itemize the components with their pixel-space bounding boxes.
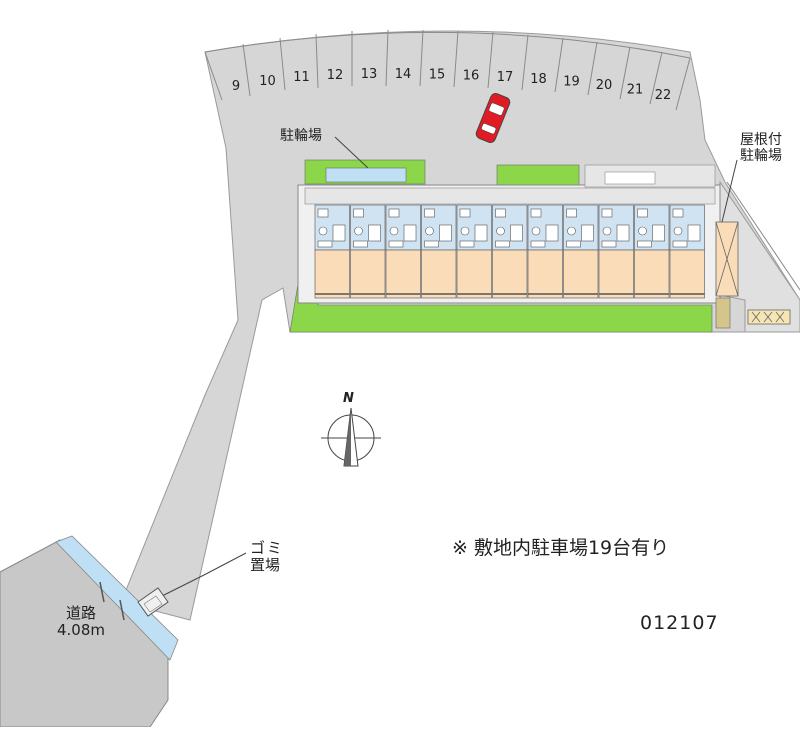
stall-divider [385, 29, 389, 87]
apartment-unit [385, 204, 421, 299]
road-label: 道路 4.08m [57, 604, 106, 640]
roofed-bicycle-leader [721, 159, 738, 223]
roofed-bicycle-parking-label: 屋根付 駐輪場 [740, 132, 782, 164]
stall-divider [619, 46, 631, 100]
road-edge-strip [55, 535, 179, 661]
bicycle-parking-label: 駐輪場 [280, 128, 322, 144]
parking-slot-number: 18 [530, 72, 547, 87]
apartment-unit [456, 204, 492, 299]
parking-slot-number: 16 [463, 69, 480, 84]
bicycle-rack [325, 167, 407, 183]
garbage-label: ゴミ 置場 [250, 539, 285, 575]
roofed-bicycle-label-line1: 屋根付 [740, 132, 782, 148]
parking-slot-number: 20 [596, 78, 613, 93]
apartment-unit [669, 204, 705, 299]
parking-stalls: 9 10 11 12 13 14 15 16 17 18 19 20 21 22 [204, 29, 691, 111]
parking-slot-number: 17 [497, 70, 514, 85]
apartment-unit [527, 204, 563, 299]
parking-slot-number: 14 [395, 67, 412, 82]
boundary-line [726, 181, 800, 291]
apartment-unit [350, 204, 386, 299]
apartment-unit [634, 204, 670, 299]
garbage-label-line2: 置場 [250, 556, 281, 575]
apartment-unit [492, 204, 528, 299]
parking-slot-number: 11 [293, 70, 310, 85]
stall-divider [242, 43, 251, 97]
parking-slot-number: 22 [655, 88, 672, 103]
garbage-station [137, 587, 169, 617]
parking-slot-number: 12 [327, 68, 344, 83]
apartment-units [314, 204, 705, 299]
parking-slot-number: 9 [232, 79, 240, 94]
stall-divider [315, 33, 319, 89]
compass-north-label: N [343, 391, 354, 406]
road-width-label: 4.08m [57, 621, 106, 640]
apartment-unit [563, 204, 599, 299]
stall-divider [279, 37, 286, 91]
road [0, 539, 169, 728]
stall-divider [204, 51, 223, 101]
road-label-line1: 道路 [66, 604, 97, 622]
parking-slot-number: 15 [429, 68, 446, 83]
stall-divider [487, 31, 494, 89]
stall-divider [587, 41, 598, 96]
stall-divider [419, 29, 424, 87]
parking-slot-number: 21 [627, 83, 644, 98]
apartment-unit [421, 204, 457, 299]
stall-divider [453, 30, 459, 88]
stall-divider [675, 57, 691, 111]
garbage-label-line1: ゴミ [250, 539, 285, 557]
stall-divider [521, 34, 529, 91]
garbage-leader [157, 552, 247, 599]
corridor-annex-inner [604, 171, 656, 185]
meter-box [715, 297, 731, 329]
roofed-bicycle-label-line2: 駐輪場 [740, 148, 782, 165]
car-icon [475, 93, 511, 143]
parking-slot-number: 10 [259, 74, 276, 89]
parking-note: ※ 敷地内駐車場19台有り [452, 537, 670, 559]
apartment-unit [314, 204, 350, 299]
bicycle-parking-leader [334, 136, 369, 169]
grass-strip-north-mid [496, 164, 580, 186]
parking-slot-number: 13 [361, 67, 378, 82]
stall-divider [649, 51, 663, 105]
stall-divider [554, 37, 564, 93]
property-code: 012107 [640, 612, 719, 634]
building-corridor [304, 187, 716, 205]
parking-slot-number: 19 [563, 75, 580, 90]
apartment-unit [598, 204, 634, 299]
compass-icon [321, 407, 381, 467]
